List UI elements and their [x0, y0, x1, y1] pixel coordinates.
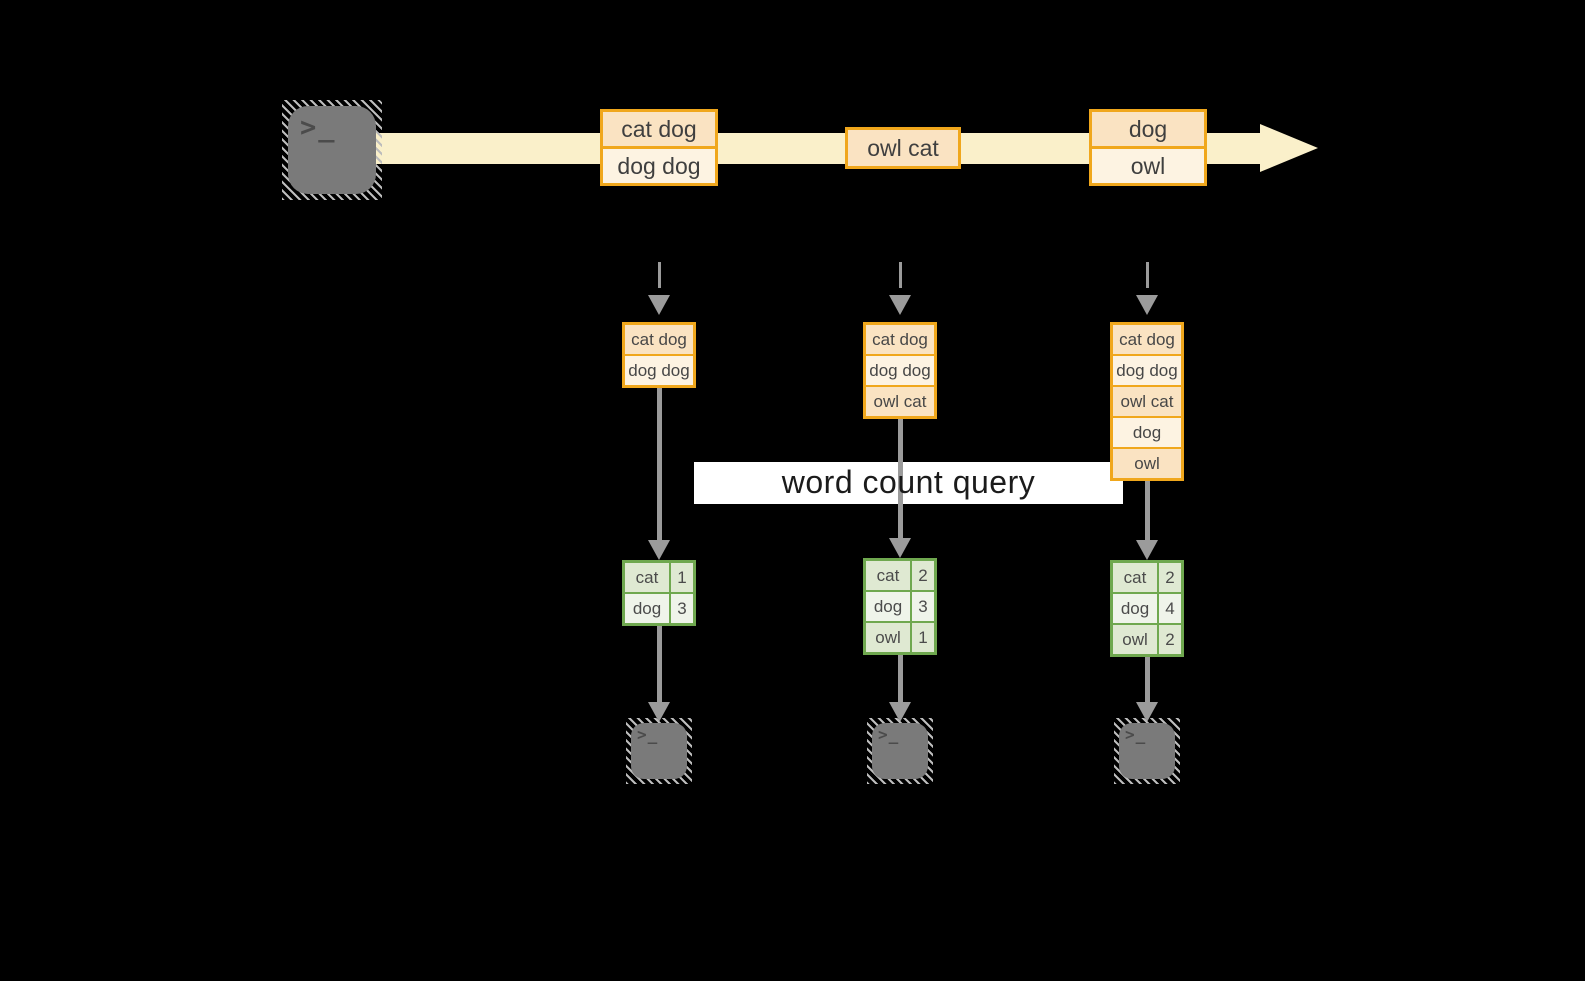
flow-arrow-head: [648, 295, 670, 315]
word-cell: dog: [1113, 594, 1159, 623]
count-cell: 3: [677, 598, 687, 618]
word-count-table: cat 2 dog 3 owl 1: [863, 558, 937, 655]
word-cell: cat: [866, 561, 912, 590]
flow-line: [657, 385, 662, 542]
buffer-cell: cat dog: [866, 325, 934, 354]
count-cell: 2: [1165, 567, 1175, 587]
count-cell: 1: [918, 627, 928, 647]
flow-arrow-head: [648, 702, 670, 722]
flow-line: [898, 416, 903, 540]
word-cell: dog: [866, 592, 912, 621]
terminal-body: [288, 106, 376, 194]
flow-arrow-head: [889, 538, 911, 558]
buffer-cell: dog dog: [866, 354, 934, 385]
word-cell: cat: [1113, 563, 1159, 592]
flow-arrow-head: [1136, 540, 1158, 560]
count-cell: 2: [918, 565, 928, 585]
stream-event-box: owl cat: [845, 127, 961, 169]
flow-line: [1145, 655, 1150, 704]
buffer-cell: owl cat: [1113, 385, 1181, 416]
flow-line: [898, 653, 903, 704]
stream-event-cell: dog dog: [603, 146, 715, 183]
flow-line: [657, 624, 662, 704]
table-row: dog 4: [1113, 592, 1181, 623]
dashed-arrow-segment: [1146, 262, 1149, 288]
terminal-body: [872, 723, 928, 779]
output-terminal-icon: >_: [1114, 718, 1180, 784]
terminal-body: [631, 723, 687, 779]
flow-arrow-head: [889, 702, 911, 722]
terminal-prompt-icon: >_: [637, 725, 659, 744]
buffer-cell: cat dog: [1113, 325, 1181, 354]
buffer-cell: dog: [1113, 416, 1181, 447]
table-row: owl 1: [866, 621, 934, 652]
table-row: dog 3: [625, 592, 693, 623]
stream-event-cell: owl cat: [848, 130, 958, 166]
flow-arrow-head: [1136, 702, 1158, 722]
word-cell: dog: [625, 594, 671, 623]
table-row: cat 2: [866, 561, 934, 590]
count-cell: 1: [677, 567, 687, 587]
buffer-cell: owl cat: [866, 385, 934, 416]
flow-arrow-head: [1136, 295, 1158, 315]
word-cell: cat: [625, 563, 671, 592]
count-cell: 4: [1165, 598, 1175, 618]
table-row: cat 1: [625, 563, 693, 592]
terminal-prompt-icon: >_: [878, 725, 900, 744]
count-cell: 2: [1165, 629, 1175, 649]
flow-arrow-head: [889, 295, 911, 315]
word-count-table: cat 2 dog 4 owl 2: [1110, 560, 1184, 657]
source-terminal-icon: >_: [282, 100, 382, 200]
stream-arrow-head: [1260, 124, 1318, 172]
flow-line: [1145, 478, 1150, 542]
terminal-prompt-icon: >_: [300, 112, 337, 143]
query-label: word count query: [781, 463, 1036, 500]
word-cell: owl: [866, 623, 912, 652]
buffer-cell: cat dog: [625, 325, 693, 354]
query-label-background: [694, 462, 1123, 504]
stream-event-cell: owl: [1092, 146, 1204, 183]
count-cell: 3: [918, 596, 928, 616]
output-terminal-icon: >_: [626, 718, 692, 784]
flow-arrow-head: [648, 540, 670, 560]
output-terminal-icon: >_: [867, 718, 933, 784]
word-cell: owl: [1113, 625, 1159, 654]
word-count-table: cat 1 dog 3: [622, 560, 696, 626]
table-row: dog 3: [866, 590, 934, 621]
buffer-cell: dog dog: [625, 354, 693, 385]
dashed-arrow-segment: [658, 262, 661, 288]
stream-event-cell: cat dog: [603, 112, 715, 146]
table-row: owl 2: [1113, 623, 1181, 654]
terminal-prompt-icon: >_: [1125, 725, 1147, 744]
buffer-cell: dog dog: [1113, 354, 1181, 385]
buffer-cell: owl: [1113, 447, 1181, 478]
dashed-arrow-segment: [899, 262, 902, 288]
terminal-body: [1119, 723, 1175, 779]
table-row: cat 2: [1113, 563, 1181, 592]
stream-event-cell: dog: [1092, 112, 1204, 146]
